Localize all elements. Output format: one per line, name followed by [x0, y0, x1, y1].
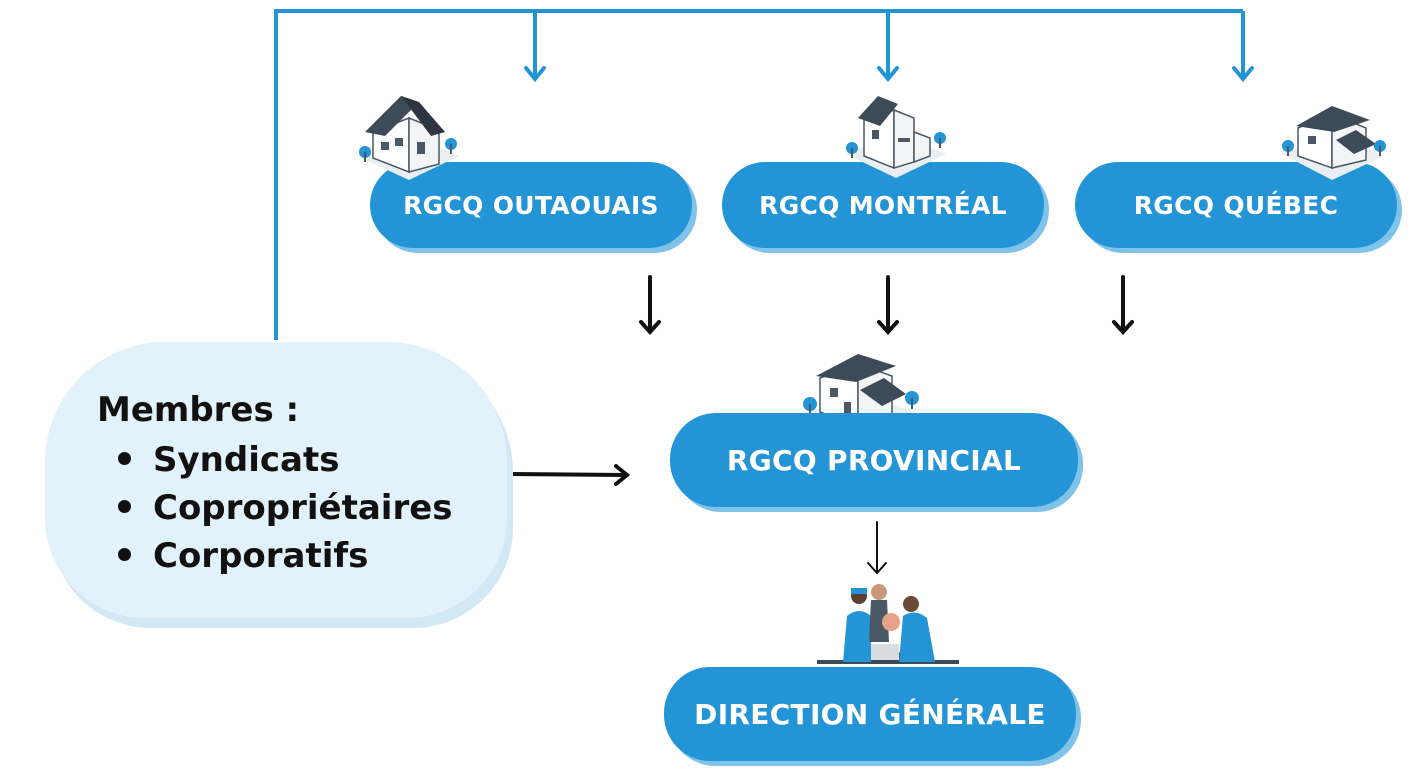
team-at-laptop-icon	[817, 584, 959, 664]
node-label: RGCQ OUTAOUAIS	[403, 190, 659, 220]
regional-arrowheads	[524, 66, 1254, 83]
house-icon	[1282, 106, 1386, 180]
node-label: RGCQ QUÉBEC	[1133, 190, 1339, 220]
regional-to-provincial-arrows	[639, 275, 1134, 335]
house-icon	[846, 96, 946, 178]
bullet-icon	[118, 452, 131, 465]
house-icon	[359, 96, 459, 180]
members-list-item: Corporatifs	[118, 536, 453, 584]
node-label: RGCQ MONTRÉAL	[759, 190, 1007, 220]
members-list-item: Copropriétaires	[118, 488, 453, 536]
members-to-provincial-arrow	[508, 464, 631, 486]
node-rgcq-provincial: RGCQ PROVINCIAL	[670, 413, 1078, 507]
members-list: Syndicats Copropriétaires Corporatifs	[118, 440, 453, 584]
bullet-icon	[118, 500, 131, 513]
node-rgcq-quebec: RGCQ QUÉBEC	[1075, 162, 1397, 248]
node-rgcq-outaouais: RGCQ OUTAOUAIS	[370, 162, 692, 248]
provincial-to-direction-arrow	[867, 521, 887, 575]
node-label: RGCQ PROVINCIAL	[726, 443, 1022, 477]
node-label: DIRECTION GÉNÉRALE	[694, 697, 1046, 731]
members-box	[45, 342, 507, 618]
members-feedback-connector	[274, 9, 1245, 340]
node-rgcq-montreal: RGCQ MONTRÉAL	[722, 162, 1044, 248]
members-list-item: Syndicats	[118, 440, 453, 488]
bullet-icon	[118, 548, 131, 561]
node-direction-generale: DIRECTION GÉNÉRALE	[664, 667, 1076, 761]
members-title: Membres :	[97, 390, 300, 430]
